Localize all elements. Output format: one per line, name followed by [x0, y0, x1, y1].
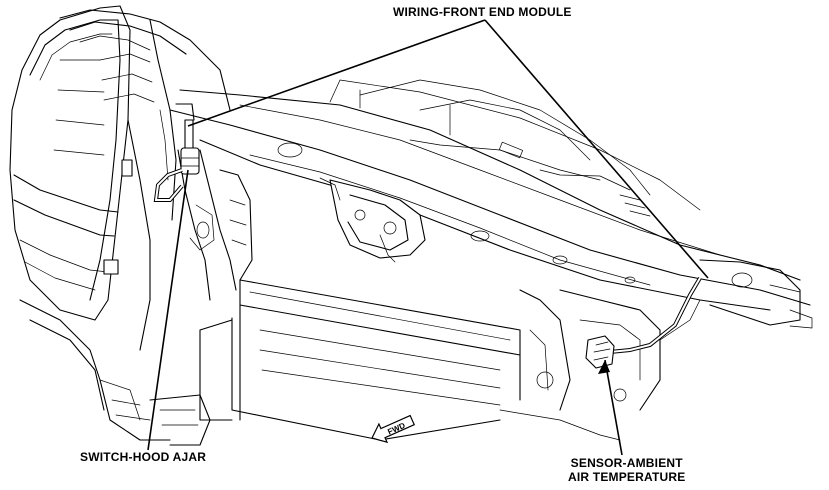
- leader-lines: [147, 19, 709, 456]
- leader-wiring-right: [484, 19, 709, 279]
- wiring-harness: [153, 168, 702, 354]
- hood-latch: [319, 177, 426, 263]
- leader-sensor: [604, 359, 623, 456]
- fwd-label: FWD: [386, 421, 407, 437]
- left-upright: [177, 149, 253, 301]
- headlamp-assembly: [9, 5, 133, 321]
- upper-crossmember: [169, 79, 813, 329]
- hood-outline: [359, 79, 651, 196]
- label-sensor-line2: AIR TEMPERATURE: [568, 470, 686, 484]
- ambient-temperature-sensor: [585, 335, 615, 369]
- label-sensor-line1: SENSOR-AMBIENT: [570, 456, 683, 470]
- label-sensor-ambient-air-temperature: SENSOR-AMBIENT AIR TEMPERATURE: [568, 456, 685, 484]
- radiator: [199, 279, 521, 441]
- label-switch-hood-ajar: SWITCH-HOOD AJAR: [80, 450, 207, 464]
- fwd-arrow-icon: FWD: [371, 414, 416, 444]
- label-wiring-front-end-module: WIRING-FRONT END MODULE: [393, 5, 572, 19]
- leader-switch: [147, 169, 189, 451]
- leader-sensor-arrowhead: [598, 360, 610, 374]
- right-support: [499, 289, 701, 441]
- lower-bracket: [19, 299, 211, 446]
- hood-ajar-switch: [175, 103, 200, 175]
- leader-wiring-left: [187, 19, 486, 127]
